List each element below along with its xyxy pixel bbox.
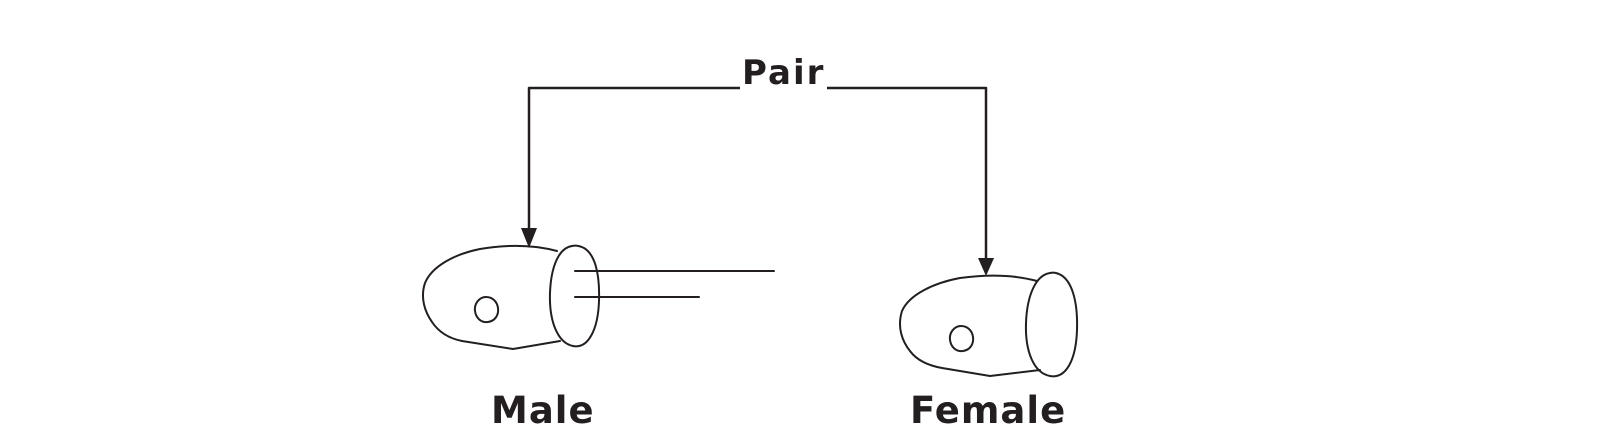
male-label: Male — [491, 389, 595, 432]
pair-connector-line — [527, 86, 988, 264]
female-cap — [1024, 271, 1079, 378]
male-arrowhead — [521, 228, 537, 248]
pair-label: Pair — [740, 53, 828, 93]
female-hole — [948, 325, 975, 353]
male-hole — [473, 296, 500, 324]
male-shape — [422, 244, 775, 350]
female-body — [899, 274, 1041, 377]
female-shape — [899, 271, 1079, 378]
female-arrowhead — [978, 258, 994, 276]
female-label: Female — [910, 389, 1067, 432]
male-body — [422, 244, 561, 350]
male-cap — [548, 244, 601, 348]
